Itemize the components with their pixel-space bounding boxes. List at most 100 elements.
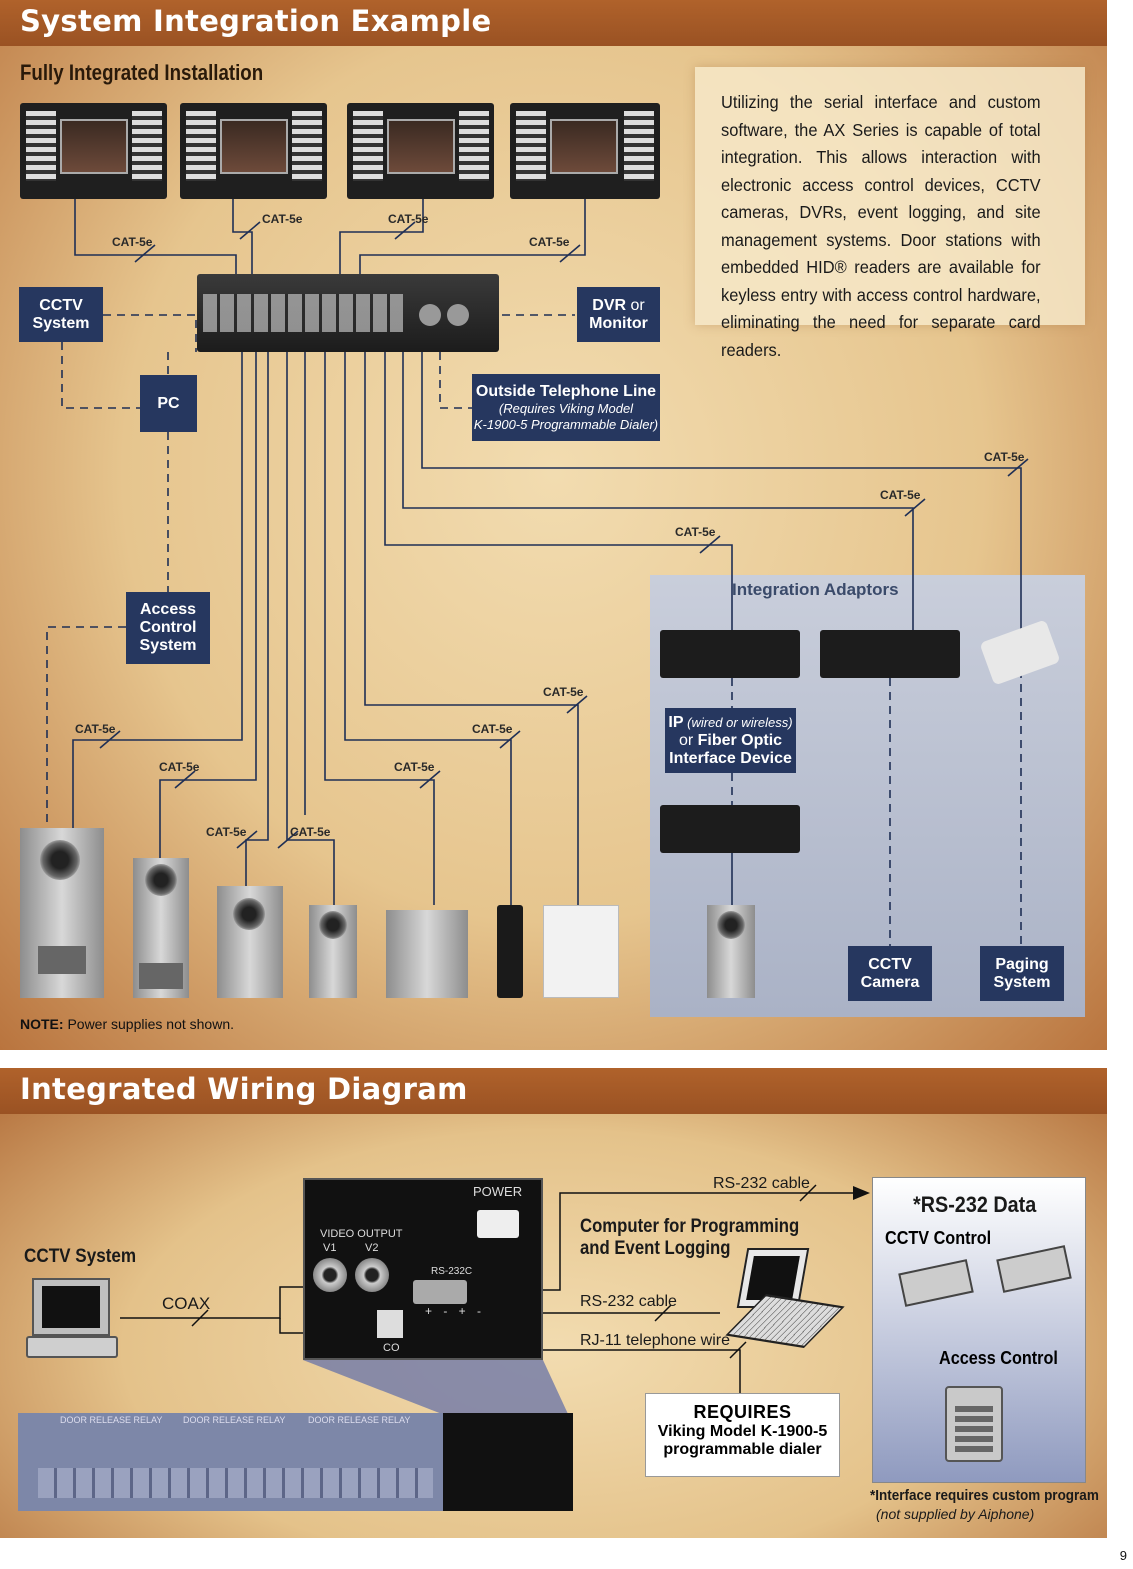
video-output-v1-port[interactable] [313,1258,347,1292]
master-station-3 [347,103,494,199]
cctv-camera-box: CCTV Camera [848,946,932,1001]
paging-line1: Paging [995,955,1049,973]
cctv-camera-icon [996,1245,1072,1293]
control-unit-front: DOOR RELEASE RELAY DOOR RELEASE RELAY DO… [18,1413,573,1511]
keypad-reader-icon [945,1386,1003,1462]
door-station-stainless [217,886,283,998]
cable-label: CAT-5e [262,212,303,226]
cable-label: CAT-5e [112,235,153,249]
requires-dialer: programmable dialer [663,1441,822,1458]
control-unit-back-panel: POWER VIDEO OUTPUT V1 V2 RS-232C + - + -… [303,1178,543,1360]
video-adaptor-1 [660,630,800,678]
master-station-1 [20,103,167,199]
rs232-data-title: *RS-232 Data [913,1192,1037,1217]
footnote-not-supplied: (not supplied by Aiphone) [876,1506,1035,1522]
interface-device-label: Interface Device [669,749,792,767]
rs232c-port[interactable] [413,1280,467,1304]
co-label: CO [383,1342,400,1354]
outside-telephone-label: Outside Telephone Line [475,382,657,400]
cctv-system-box: CCTV System [19,287,103,342]
door-station-hid [133,858,189,998]
power-supply-note: NOTE: Power supplies not shown. [20,1016,234,1032]
arrow-head [853,1186,870,1200]
outside-telephone-note1: (Requires Viking Model [498,400,634,416]
cctv-system-line2: System [32,314,90,332]
section-title: Integrated Wiring Diagram [20,1072,468,1106]
rs232c-label: RS-232C [431,1266,473,1277]
ip-adaptor [660,805,800,853]
access-control-system-box: Access Control System [126,592,210,664]
cable-label: CAT-5e [75,722,116,736]
ip-or: or [678,731,698,749]
master-station-2 [180,103,327,199]
slim-door-station [497,905,523,998]
ip-interface-box: IP (wired or wireless) or Fiber Optic In… [665,708,796,773]
coax-label: COAX [162,1294,211,1313]
cable-label: CAT-5e [159,760,200,774]
audio-door-station [386,910,468,998]
page-number: 9 [1119,1548,1127,1563]
requires-model: Viking Model K-1900-5 [657,1423,828,1440]
access-control-line1: Access [139,601,197,618]
cable-label: CAT-5e [394,760,435,774]
pc-box: PC [140,375,197,432]
dvr-or: or [626,296,645,314]
dvr-monitor-box: DVR or Monitor [577,287,660,342]
access-control-line2: Control [139,619,197,636]
rs232-cable-top-label: RS-232 cable [713,1175,810,1192]
rs232-data-box: *RS-232 Data CCTV Control Access Control [872,1177,1086,1483]
door-release-relay-label: DOOR RELEASE RELAY [183,1415,286,1425]
video-output-label: VIDEO OUTPUT [320,1228,403,1240]
computer-label: Computer for Programming and Event Loggi… [580,1216,799,1260]
outside-telephone-note2: K-1900-5 Programmable Dialer) [473,416,659,432]
pc-label: PC [157,394,180,412]
section-banner: System Integration Example [0,0,1107,46]
cctv-monitor-icon [32,1278,110,1336]
section-title: System Integration Example [20,4,492,38]
cable-label: CAT-5e [880,488,921,502]
door-release-relay-label: DOOR RELEASE RELAY [308,1415,411,1425]
note-text: Power supplies not shown. [63,1016,234,1032]
video-adaptor-2 [820,630,960,678]
sub-master-station [543,905,619,998]
computer-label-line1: Computer for Programming [580,1216,800,1237]
power-label: POWER [473,1184,523,1199]
cctv-camera-line1: CCTV [868,955,912,973]
zoom-connector [303,1360,568,1414]
mini-back-panel [443,1413,573,1511]
co-port[interactable] [377,1310,403,1338]
description-box: Utilizing the serial interface and custo… [695,67,1085,360]
paging-line2: System [993,973,1051,991]
monitor-label: Monitor [589,314,648,332]
installation-subtitle: Fully Integrated Installation [20,60,264,85]
cctv-camera-icon [898,1259,974,1307]
cable-label: CAT-5e [206,825,247,839]
ip-wired-note: (wired or wireless) [683,714,793,730]
door-station-hid-large [20,828,104,998]
rj45-ports [38,1468,433,1498]
monitor-stand [26,1336,118,1358]
v2-label: V2 [365,1242,379,1254]
paging-system-box: Paging System [980,946,1064,1001]
cable-label: CAT-5e [472,722,513,736]
power-switch[interactable] [477,1210,519,1238]
note-label: NOTE: [20,1016,64,1032]
fiber-optic-label: Fiber Optic [697,731,783,749]
cable-label: CAT-5e [388,212,429,226]
cable-label: CAT-5e [290,825,331,839]
cctv-system-line1: CCTV [39,296,83,314]
video-output-v2-port[interactable] [355,1258,389,1292]
door-release-relay-label: DOOR RELEASE RELAY [60,1415,163,1425]
cable-label: CAT-5e [529,235,570,249]
central-control-unit [197,274,499,352]
video-door-station-ip [707,905,755,998]
cctv-camera-line2: Camera [860,973,920,991]
cable-label: CAT-5e [984,450,1025,464]
door-station-compact [309,905,357,998]
cctv-system-label: CCTV System [24,1246,137,1267]
ip-label: IP [668,713,684,731]
access-control-line3: System [139,637,197,654]
integration-adaptors-title: Integration Adaptors [732,580,899,599]
rs232-cable-mid-label: RS-232 cable [580,1293,677,1310]
